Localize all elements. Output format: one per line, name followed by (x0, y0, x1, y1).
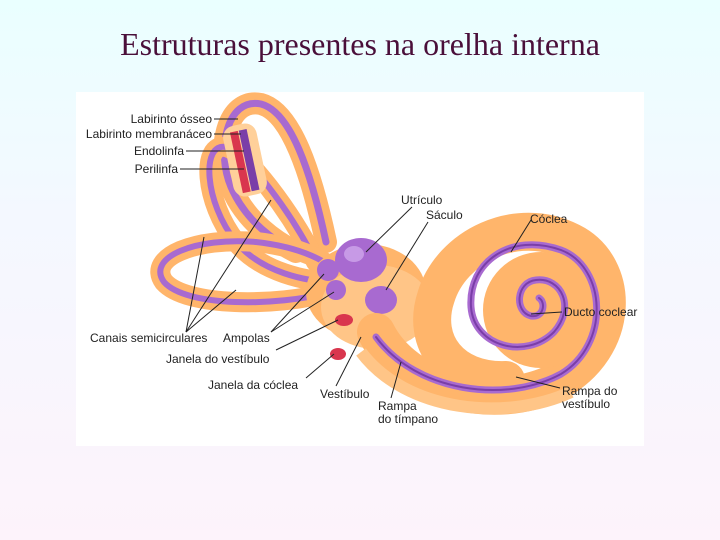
posterior-canal-membrane (206, 143, 339, 285)
label-janela-coclea: Janela da cóclea (208, 378, 298, 392)
label-rampa-vestibulo-line1: Rampa do (562, 384, 618, 398)
inner-ear-diagram: Labirinto ósseo Labirinto membranáceo En… (76, 92, 644, 446)
label-ducto-coclear: Ducto coclear (564, 305, 637, 319)
label-saculo: Sáculo (426, 208, 463, 222)
label-canais-semicirculares: Canais semicirculares (90, 331, 207, 345)
label-rampa-timpano-line1: Rampa (378, 399, 417, 413)
label-utriculo: Utrículo (401, 193, 443, 207)
label-ampolas: Ampolas (223, 331, 270, 345)
round-window (330, 348, 346, 360)
saccule (365, 286, 397, 314)
label-janela-vestibulo: Janela do vestíbulo (166, 352, 270, 366)
label-labirinto-membranaceo: Labirinto membranáceo (86, 127, 212, 141)
label-coclea: Cóclea (530, 212, 568, 226)
label-labirinto-osseo: Labirinto ósseo (131, 112, 213, 126)
label-rampa-vestibulo-line2: vestíbulo (562, 397, 610, 411)
label-rampa-timpano-line2: do tímpano (378, 412, 438, 426)
cochlea (356, 212, 626, 415)
label-perilinfa: Perilinfa (135, 162, 179, 176)
vestibule (306, 238, 431, 360)
utricle (335, 238, 387, 282)
diagram-labels: Labirinto ósseo Labirinto membranáceo En… (86, 112, 637, 426)
leader-lines (180, 118, 563, 399)
slide-title: Estruturas presentes na orelha interna (120, 26, 600, 62)
label-endolinfa: Endolinfa (134, 144, 184, 158)
oval-window (335, 314, 353, 326)
inner-ear-illustration: Labirinto ósseo Labirinto membranáceo En… (86, 92, 637, 426)
lateral-canal-membrane (157, 238, 344, 306)
label-vestibulo: Vestíbulo (320, 387, 370, 401)
